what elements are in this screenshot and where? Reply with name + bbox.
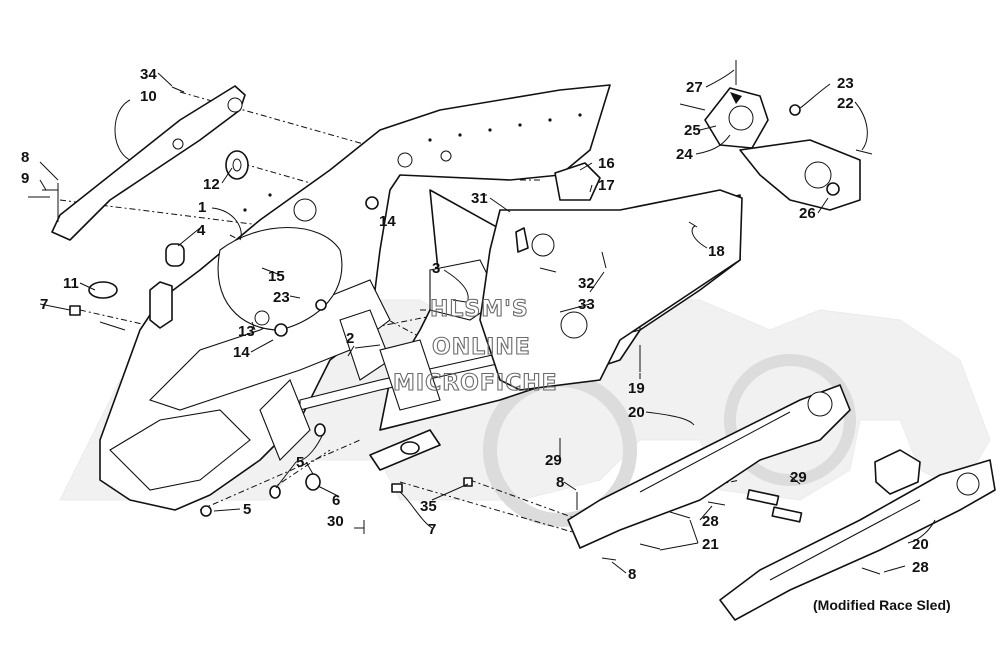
grommet: [225, 150, 249, 180]
steering-post: [149, 281, 173, 329]
callout-28: 28: [702, 513, 719, 530]
callout-29: 29: [545, 452, 562, 469]
right-side-plate: [479, 189, 743, 391]
callout-31: 31: [471, 190, 488, 207]
callout-27: 27: [686, 79, 703, 96]
leader-lines: [39, 69, 936, 574]
cross-shaft: [369, 429, 441, 471]
bracket-plate: [554, 162, 601, 201]
callout-21: 21: [702, 536, 719, 553]
callout-2: 2: [346, 330, 354, 347]
callout-29: 29: [790, 469, 807, 486]
callout-4: 4: [197, 222, 206, 239]
spacers: [69, 305, 473, 517]
callout-14: 14: [379, 213, 396, 230]
rear-rail-lower: [719, 449, 996, 621]
callout-20: 20: [912, 536, 929, 553]
nuts: [274, 104, 840, 337]
callout-6: 6: [332, 492, 340, 509]
callout-5: 5: [296, 454, 304, 471]
upper-crossbar: [51, 85, 246, 241]
callout-22: 22: [837, 95, 854, 112]
callout-32: 32: [578, 275, 595, 292]
callout-8: 8: [556, 474, 564, 491]
callout-11: 11: [63, 275, 79, 292]
callout-16: 16: [598, 155, 615, 172]
callout-10: 10: [140, 88, 157, 105]
callout-28: 28: [912, 559, 929, 576]
modified-race-sled-note: (Modified Race Sled): [813, 597, 951, 613]
callout-8: 8: [21, 149, 29, 166]
callout-34: 34: [140, 66, 157, 83]
callout-14: 14: [233, 344, 250, 361]
callout-18: 18: [708, 243, 725, 260]
bushing: [165, 243, 185, 267]
callout-23: 23: [273, 289, 290, 306]
callout-33: 33: [578, 296, 595, 313]
watermark-line-2: ONLINE: [432, 335, 531, 360]
watermark-text: HLSM'S ONLINE MICROFICHE: [392, 296, 558, 396]
callout-23: 23: [837, 75, 854, 92]
callout-12: 12: [203, 176, 220, 193]
callout-19: 19: [628, 380, 645, 397]
callout-17: 17: [598, 177, 615, 194]
callout-7: 7: [40, 296, 48, 313]
callout-15: 15: [268, 268, 285, 285]
callout-13: 13: [238, 323, 255, 340]
rear-rail-upper: [567, 384, 851, 549]
callout-7: 7: [428, 521, 436, 538]
callout-9: 9: [21, 170, 29, 187]
callout-30: 30: [327, 513, 344, 530]
callout-5: 5: [243, 501, 251, 518]
callout-8: 8: [628, 566, 636, 583]
callout-26: 26: [799, 205, 816, 222]
clamp: [88, 281, 118, 299]
callout-1: 1: [198, 199, 206, 216]
callout-20: 20: [628, 404, 645, 421]
callout-24: 24: [676, 146, 693, 163]
watermark-line-3: MICROFICHE: [393, 371, 558, 396]
callout-25: 25: [684, 122, 701, 139]
callout-3: 3: [432, 260, 440, 277]
watermark-line-1: HLSM'S: [430, 297, 529, 322]
callout-35: 35: [420, 498, 437, 515]
bolts: [28, 60, 881, 575]
axle-tube: [746, 489, 803, 523]
callouts: 34 10 8 9 12 1 4 11 7 15 23 13 14 14 2 3…: [21, 66, 929, 583]
